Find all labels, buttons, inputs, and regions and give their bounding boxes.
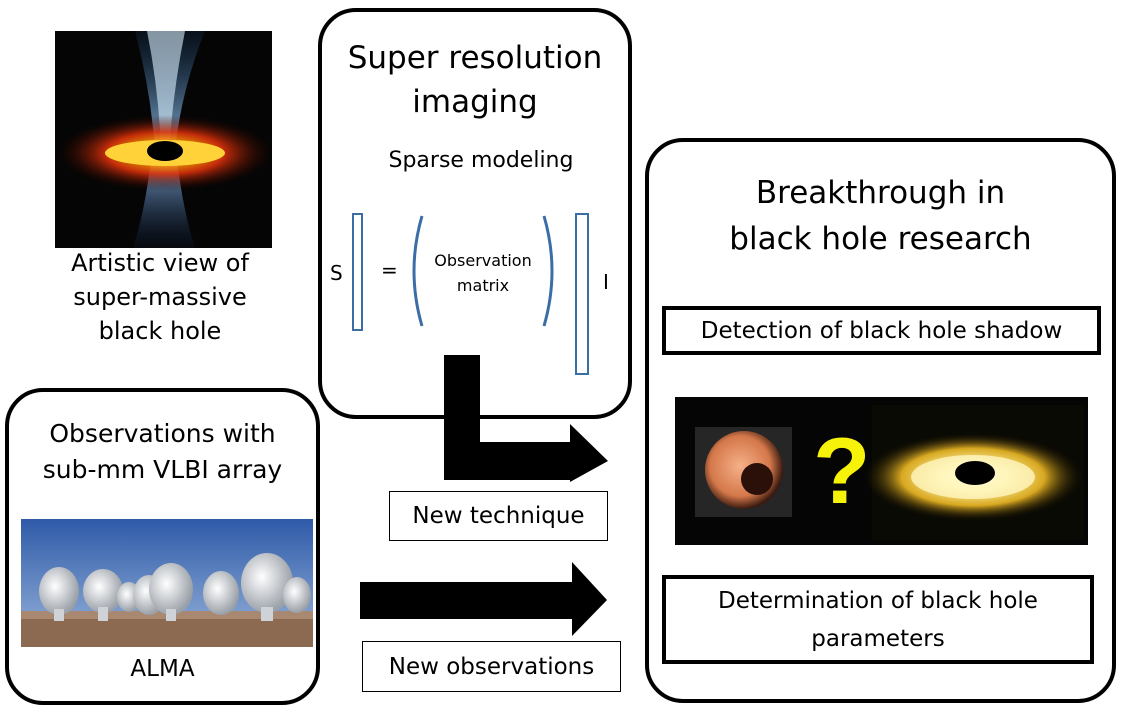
sparse-modeling-label: Sparse modeling — [388, 148, 574, 173]
breakthrough-title-line-2: black hole research — [729, 221, 1032, 257]
artistic-caption: Artistic view of super-massive black hol… — [20, 246, 300, 348]
equation-equals: = — [381, 258, 398, 282]
equation-i-label: I — [603, 270, 609, 294]
observations-title-line-2: sub-mm VLBI array — [42, 455, 283, 484]
matrix-label-line-2: matrix — [456, 276, 510, 295]
question-mark: ? — [813, 418, 871, 523]
alma-caption: ALMA — [130, 656, 195, 682]
super-resolution-title-line-1: Super resolution — [347, 40, 603, 76]
observations-title: Observations with sub-mm VLBI array — [5, 416, 320, 488]
equation-s-label: S — [330, 261, 343, 285]
parameters-label-line-2: parameters — [811, 625, 945, 652]
parameters-label-line-1: Determination of black hole — [718, 587, 1038, 614]
new-observations-label: New observations — [362, 641, 621, 692]
new-technique-label: New technique — [389, 491, 608, 541]
new-observations-arrow — [360, 562, 607, 636]
breakthrough-title: Breakthrough in black hole research — [645, 170, 1116, 262]
parameters-label: Determination of black hole parameters — [662, 575, 1094, 664]
matrix-label-line-1: Observation — [434, 251, 532, 270]
vector-s-bar — [352, 213, 363, 331]
observations-title-line-1: Observations with — [49, 419, 276, 448]
artistic-caption-line-1: Artistic view of — [71, 249, 249, 277]
shadow-detection-label: Detection of black hole shadow — [662, 306, 1101, 355]
black-hole-artistic-image — [55, 31, 273, 248]
artistic-caption-line-2: super-massive — [73, 283, 247, 311]
artistic-caption-line-3: black hole — [98, 317, 222, 345]
new-technique-arrow — [444, 355, 608, 482]
shadow-comparison-image: ? — [675, 397, 1088, 545]
breakthrough-title-line-1: Breakthrough in — [755, 175, 1006, 211]
alma-antenna-photo — [21, 519, 313, 647]
observation-matrix: Observation matrix — [404, 212, 562, 330]
super-resolution-title-line-2: imaging — [412, 84, 538, 120]
vector-i-bar — [575, 213, 589, 375]
super-resolution-title: Super resolution imaging — [318, 36, 632, 124]
